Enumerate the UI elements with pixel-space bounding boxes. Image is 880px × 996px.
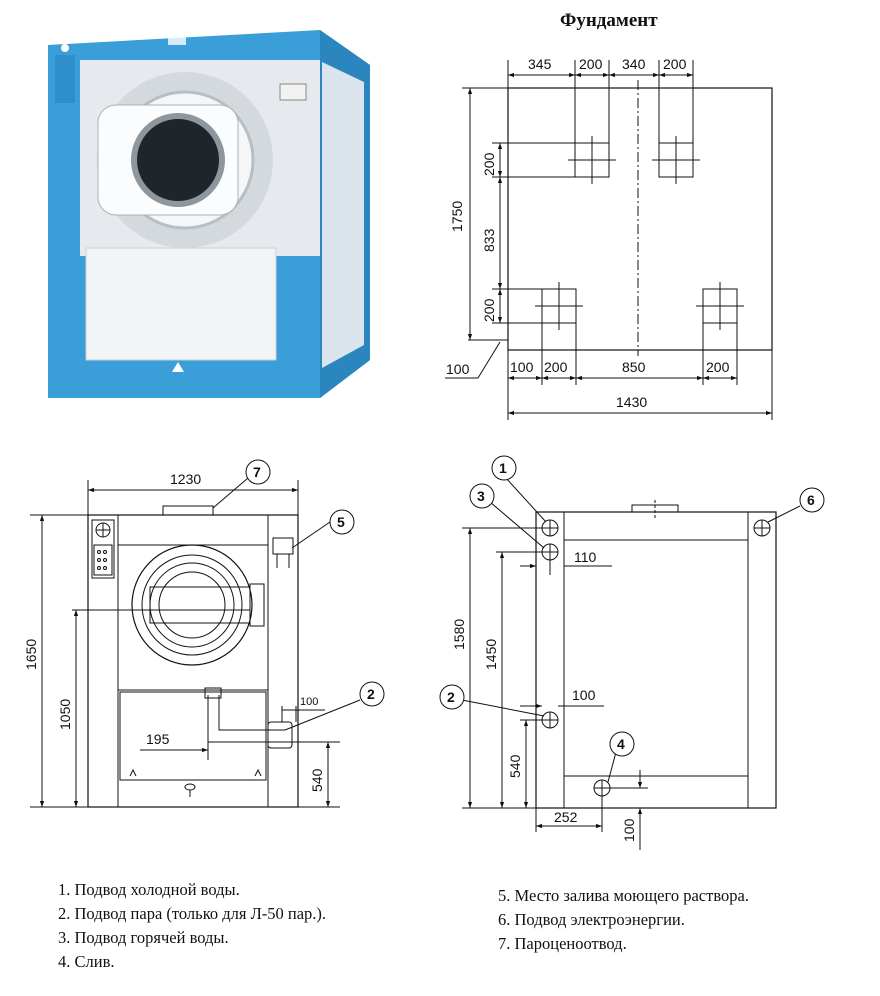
foundation-title: Фундамент	[560, 10, 658, 31]
legend-item: 2. Подвод пара (только для Л-50 пар.).	[58, 904, 327, 923]
svg-text:200: 200	[663, 56, 687, 72]
legend-right-column: 5. Место залива моющего раствора. 6. Под…	[498, 884, 749, 956]
back-view-callouts: 1 3 6 2 4	[439, 455, 825, 757]
svg-text:200: 200	[481, 152, 497, 176]
svg-text:100: 100	[572, 687, 596, 703]
svg-text:1: 1	[499, 460, 507, 476]
lower-panel	[119, 691, 267, 781]
callout-2: 2	[439, 684, 465, 710]
anchor-hole	[652, 136, 700, 184]
legend-left-column: 1. Подвод холодной воды. 2. Подвод пара …	[58, 878, 326, 974]
svg-text:540: 540	[507, 754, 523, 778]
foundation-dimension-labels: 345 200 340 200 1750 200 833 200 100 100…	[446, 56, 730, 410]
svg-text:100: 100	[621, 818, 637, 842]
svg-text:110: 110	[574, 549, 597, 565]
callout-6: 6	[799, 487, 825, 513]
control-panel	[91, 519, 115, 579]
callout-4: 4	[609, 731, 635, 757]
machine-photo	[48, 30, 370, 398]
svg-text:252: 252	[554, 809, 578, 825]
legend-item: 3. Подвод горячей воды.	[58, 928, 229, 947]
steam-pipe	[207, 695, 290, 743]
svg-text:6: 6	[807, 492, 815, 508]
svg-text:1230: 1230	[170, 471, 201, 487]
svg-text:340: 340	[622, 56, 646, 72]
front-view-callouts: 7 5 2	[245, 459, 385, 707]
svg-text:195: 195	[146, 731, 170, 747]
svg-text:1750: 1750	[449, 201, 465, 232]
svg-text:100: 100	[446, 361, 470, 377]
legend-item: 7. Пароценоотвод.	[498, 934, 627, 953]
legend-item: 5. Место залива моющего раствора.	[498, 886, 749, 905]
svg-text:833: 833	[481, 228, 497, 252]
foundation-outline	[507, 87, 773, 351]
svg-text:1450: 1450	[483, 639, 499, 670]
callout-1: 1	[491, 455, 517, 481]
port-drain	[593, 779, 611, 797]
callout-5: 5	[329, 509, 355, 535]
svg-text:7: 7	[253, 464, 261, 480]
foundation-plan: Фундамент	[445, 10, 773, 420]
svg-text:345: 345	[528, 56, 552, 72]
svg-text:1580: 1580	[451, 619, 467, 650]
svg-text:100: 100	[300, 696, 318, 708]
svg-text:200: 200	[544, 359, 568, 375]
port-steam	[541, 711, 559, 729]
svg-text:540: 540	[309, 768, 325, 792]
svg-text:200: 200	[706, 359, 730, 375]
back-view-drawing	[461, 477, 801, 850]
port-power	[753, 519, 771, 537]
legend-item: 4. Слив.	[58, 952, 115, 971]
callout-3: 3	[469, 483, 495, 509]
svg-text:5: 5	[337, 514, 345, 530]
svg-text:1050: 1050	[57, 699, 73, 730]
svg-text:2: 2	[367, 686, 375, 702]
drum-door	[131, 544, 253, 666]
front-view-drawing	[30, 477, 361, 808]
anchor-hole	[696, 282, 744, 330]
svg-text:1430: 1430	[616, 394, 647, 410]
callout-7: 7	[245, 459, 271, 485]
svg-text:200: 200	[579, 56, 603, 72]
svg-text:1650: 1650	[23, 639, 39, 670]
svg-text:3: 3	[477, 488, 485, 504]
svg-text:4: 4	[617, 736, 625, 752]
back-cabinet	[535, 511, 777, 809]
anchor-hole	[568, 136, 616, 184]
svg-text:200: 200	[481, 298, 497, 322]
front-view-labels: 1230 1650 1050 195 100 540	[23, 471, 325, 792]
port-hot-water	[541, 543, 559, 561]
legend-item: 6. Подвод электроэнергии.	[498, 910, 685, 929]
svg-text:2: 2	[447, 689, 455, 705]
legend-item: 1. Подвод холодной воды.	[58, 880, 240, 899]
svg-text:850: 850	[622, 359, 646, 375]
port-cold-water	[541, 519, 559, 537]
callout-2: 2	[359, 681, 385, 707]
anchor-hole	[535, 282, 583, 330]
svg-text:100: 100	[510, 359, 534, 375]
back-view-labels: 1580 1450 540 110 100 252 100	[451, 549, 637, 842]
